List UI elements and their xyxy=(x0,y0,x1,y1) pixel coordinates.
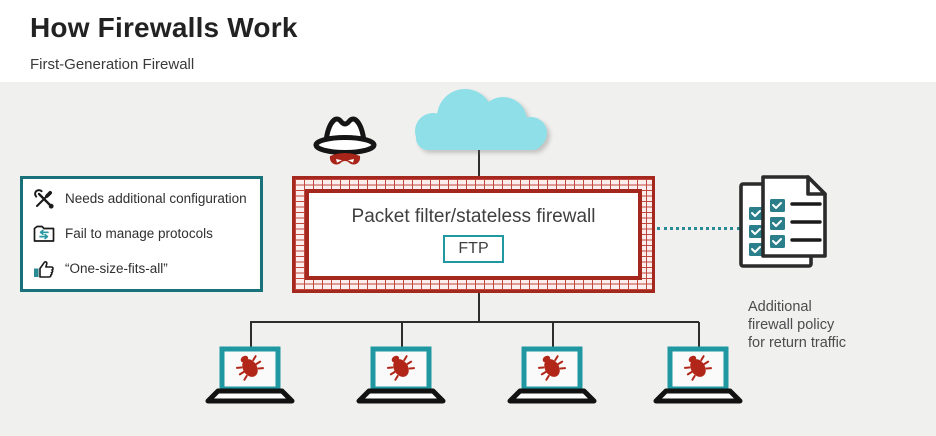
limitation-item: Fail to manage protocols xyxy=(32,222,251,246)
transfer-folder-icon xyxy=(33,225,55,242)
policy-documents-icon xyxy=(739,175,827,268)
page-title: How Firewalls Work xyxy=(30,12,298,43)
page-subtitle: First-Generation Firewall xyxy=(30,56,195,73)
connector-dotted-policy xyxy=(657,227,740,230)
firewall-inner-panel: Packet filter/stateless firewall FTP xyxy=(305,189,642,280)
connector-drop-3 xyxy=(552,322,554,349)
firewall-brick-box: Packet filter/stateless firewall FTP xyxy=(292,176,655,293)
connector-lan-bus xyxy=(250,321,699,323)
connector-firewall-to-lan xyxy=(478,291,480,323)
limitation-label: Needs additional configuration xyxy=(65,191,247,207)
limitation-label: Fail to manage protocols xyxy=(65,226,213,242)
infected-laptop-icon xyxy=(507,346,597,404)
firewall-label: Packet filter/stateless firewall xyxy=(351,206,596,227)
internet-cloud-icon xyxy=(415,89,547,150)
infected-laptop-icon xyxy=(356,346,446,404)
limitation-label: “One-size-fits-all” xyxy=(65,261,168,277)
connector-drop-4 xyxy=(698,322,700,349)
ftp-protocol-badge: FTP xyxy=(443,235,504,263)
limitation-item: “One-size-fits-all” xyxy=(32,257,251,281)
infected-laptop-icon xyxy=(653,346,743,404)
connector-drop-2 xyxy=(401,322,403,349)
connector-cloud-to-firewall xyxy=(478,148,480,178)
thumbs-up-icon xyxy=(34,261,54,278)
limitation-item: Needs additional configuration xyxy=(32,187,251,211)
infected-laptop-icon xyxy=(205,346,295,404)
tools-icon xyxy=(34,189,54,209)
limitations-box: Needs additional configuration Fail to m… xyxy=(20,176,263,292)
policy-note-text: Additional firewall policy for return tr… xyxy=(748,299,847,352)
hacker-incognito-icon xyxy=(313,116,377,165)
connector-drop-1 xyxy=(250,322,252,349)
